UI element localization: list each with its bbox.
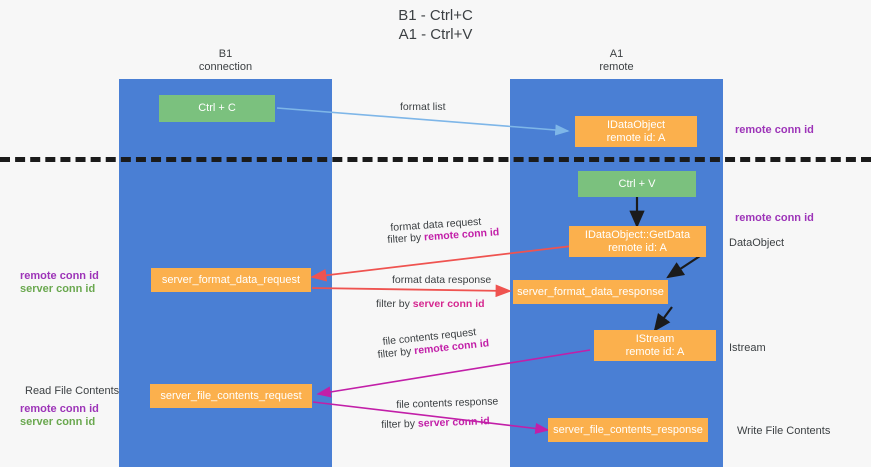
- node-idataobject[interactable]: IDataObject remote id: A: [575, 116, 697, 147]
- annotation-remote-conn-id-mid: remote conn id: [735, 212, 814, 224]
- diagram-title: B1 - Ctrl+C A1 - Ctrl+V: [0, 6, 871, 44]
- node-ctrl-c-label: Ctrl + C: [198, 102, 236, 114]
- annotation-left-server-conn-id-bot: server conn id: [20, 416, 96, 428]
- edge-label-file-contents-response: file contents response: [396, 395, 499, 411]
- node-getdata-title: IDataObject::GetData: [584, 228, 691, 241]
- node-server-file-contents-request[interactable]: server_file_contents_request: [150, 384, 312, 408]
- title-line-2: A1 - Ctrl+V: [398, 26, 473, 43]
- annotation-dataobject: DataObject: [729, 237, 785, 249]
- title-line-1: B1 - Ctrl+C: [398, 7, 473, 24]
- column-header-a1: A1 remote: [510, 48, 723, 74]
- annotation-write-file-contents: Write File Contents: [737, 425, 831, 437]
- node-server-file-contents-response-label: server_file_contents_response: [553, 423, 703, 436]
- column-header-a1-role: remote: [599, 61, 634, 73]
- node-ctrl-v[interactable]: Ctrl + V: [578, 171, 696, 197]
- edge-format-data-response: [311, 284, 512, 298]
- filter-prefix: filter by: [387, 231, 425, 246]
- annotation-left-server-conn-id-mid: server conn id: [20, 283, 96, 295]
- annotation-istream: Istream: [729, 342, 766, 354]
- edge-label-file-contents-response-filter: filter by server conn id: [381, 415, 490, 432]
- annotation-left-remote-conn-id-bot: remote conn id: [20, 403, 99, 415]
- node-getdata-subtitle: remote id: A: [608, 241, 667, 254]
- filter-prefix: filter by: [376, 298, 413, 310]
- node-ctrl-v-label: Ctrl + V: [618, 177, 656, 190]
- column-header-b1-name: B1: [218, 48, 233, 60]
- node-server-format-data-response-label: server_format_data_response: [517, 285, 664, 298]
- node-idataobject-title: IDataObject: [606, 118, 666, 131]
- column-header-b1: B1 connection: [119, 48, 332, 74]
- node-istream-title: IStream: [635, 332, 675, 345]
- column-header-a1-name: A1: [609, 48, 624, 60]
- filter-key-server-conn-id: server conn id: [412, 298, 485, 310]
- node-idataobject-subtitle: remote id: A: [606, 131, 666, 144]
- edge-label-format-data-response: format data response: [392, 274, 492, 286]
- column-header-b1-role: connection: [198, 61, 253, 73]
- node-server-format-data-request[interactable]: server_format_data_request: [151, 268, 311, 292]
- node-istream[interactable]: IStream remote id: A: [594, 330, 716, 361]
- annotation-left-remote-conn-id-mid: remote conn id: [20, 270, 99, 282]
- edge-label-format-data-response-filter: filter by server conn id: [376, 298, 485, 311]
- phase-divider: [0, 157, 871, 162]
- node-server-file-contents-request-label: server_file_contents_request: [160, 389, 302, 402]
- filter-prefix: filter by: [381, 417, 419, 431]
- annotation-remote-conn-id-top: remote conn id: [735, 124, 814, 136]
- node-server-format-data-response[interactable]: server_format_data_response: [513, 280, 668, 304]
- node-idataobject-getdata[interactable]: IDataObject::GetData remote id: A: [569, 226, 706, 257]
- node-server-file-contents-response[interactable]: server_file_contents_response: [548, 418, 708, 442]
- node-server-format-data-request-label: server_format_data_request: [161, 273, 301, 286]
- annotation-read-file-contents: Read File Contents: [25, 385, 120, 397]
- node-ctrl-c[interactable]: Ctrl + C: [159, 95, 275, 122]
- node-istream-subtitle: remote id: A: [625, 345, 685, 358]
- filter-prefix: filter by: [377, 345, 415, 361]
- filter-key-server-conn-id: server conn id: [417, 415, 490, 430]
- edge-label-format-list: format list: [400, 101, 446, 113]
